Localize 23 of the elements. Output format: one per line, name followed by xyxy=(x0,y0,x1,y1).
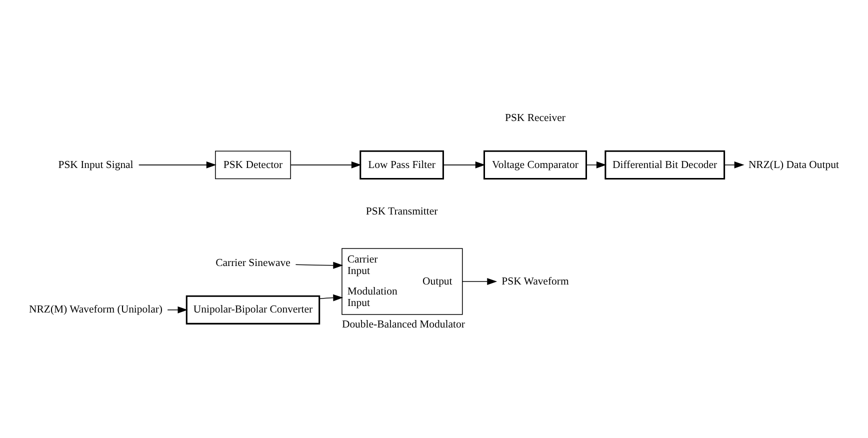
node-box: Low Pass Filter xyxy=(360,150,444,180)
node-box: Voltage Comparator xyxy=(483,150,587,180)
arrow xyxy=(318,294,344,302)
arrow xyxy=(442,161,486,168)
label: PSK Transmitter xyxy=(366,206,438,218)
node-text: NRZ(L) Data Output xyxy=(748,158,839,171)
node-box: PSK Detector xyxy=(215,150,291,180)
arrow xyxy=(586,161,606,168)
arrow xyxy=(290,161,362,168)
arrow xyxy=(295,262,344,269)
arrow xyxy=(138,161,216,168)
node-text: PSK Waveform xyxy=(502,275,569,288)
arrow xyxy=(462,278,498,285)
arrow xyxy=(724,161,744,168)
node-box: Differential Bit Decoder xyxy=(604,150,726,180)
arrow xyxy=(167,306,188,314)
node-text: PSK Input Signal xyxy=(58,158,134,171)
node-text: Carrier Sinewave xyxy=(216,256,290,269)
label: PSK Receiver xyxy=(505,112,566,124)
node-text: NRZ(M) Waveform (Unipolar) xyxy=(29,304,163,316)
node-box: Carrier Input Output Modulation Input xyxy=(342,248,463,315)
node-label: Double-Balanced Modulator xyxy=(342,318,465,331)
node-box: Unipolar-Bipolar Converter xyxy=(186,295,320,324)
